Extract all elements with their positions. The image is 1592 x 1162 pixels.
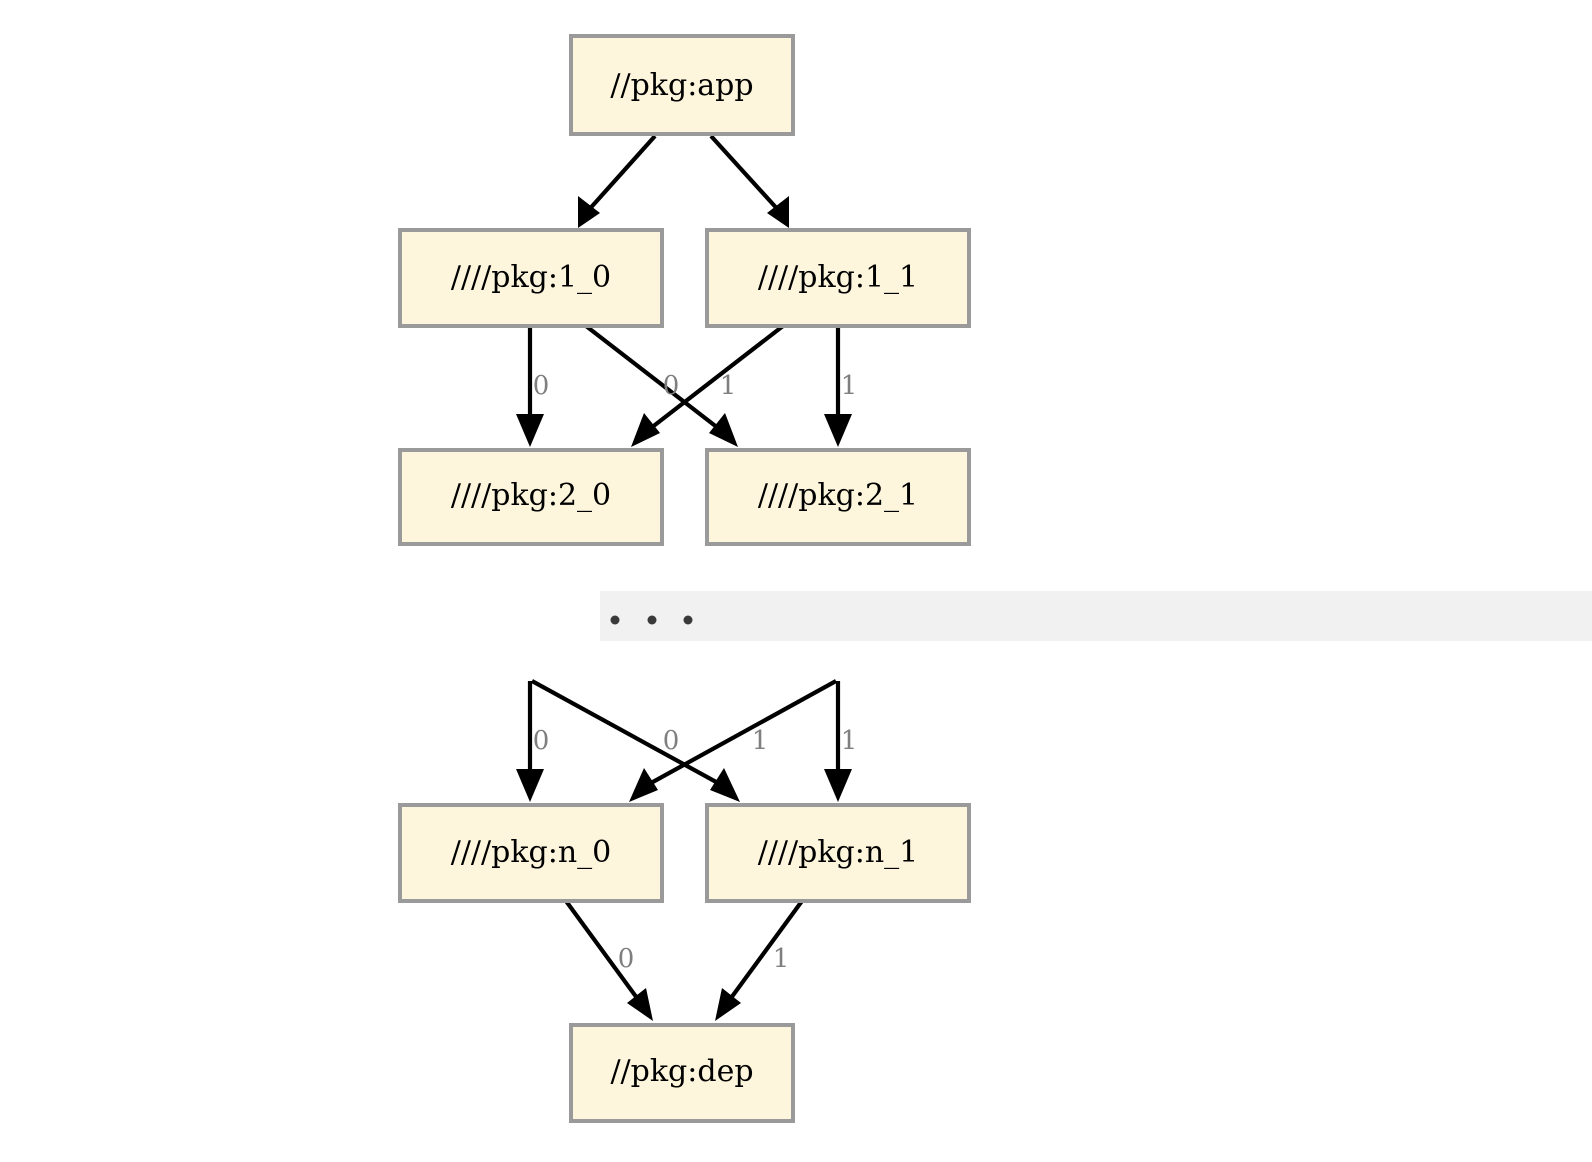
node-box <box>705 803 971 903</box>
node-label-n_1: ////pkg:n_1 <box>758 835 919 870</box>
ellipsis-band <box>600 591 1592 641</box>
node-box <box>398 803 664 903</box>
node-app[interactable]: //pkg:app <box>569 34 795 136</box>
node-label-2_0: ////pkg:2_0 <box>451 478 611 513</box>
ellipsis-separator <box>600 591 1592 641</box>
node-label-1_0: ////pkg:1_0 <box>451 260 611 295</box>
node-1_0[interactable]: ////pkg:1_0 <box>398 228 664 328</box>
arrowhead-icon <box>824 769 852 802</box>
arrowhead-icon <box>715 988 741 1021</box>
node-box <box>705 228 971 328</box>
edge-label-n_1-dep: 1 <box>773 944 790 974</box>
node-label-dep: //pkg:dep <box>610 1054 753 1089</box>
node-box <box>398 448 664 546</box>
edge-app-to-1_0 <box>578 134 657 228</box>
node-n_0[interactable]: ////pkg:n_0 <box>398 803 664 903</box>
node-label-1_1: ////pkg:1_1 <box>758 260 918 295</box>
edge-line <box>564 899 639 1000</box>
edge-label-dangling-right-n_1: 1 <box>841 726 858 756</box>
edge-label-1_1-2_1: 1 <box>841 371 858 401</box>
arrowhead-icon <box>516 769 544 802</box>
node-box <box>705 448 971 546</box>
edge-line <box>584 324 720 430</box>
edge-label-dangling-left-n_0: 0 <box>533 726 550 756</box>
edge-label-dangling-right-n_0: 1 <box>752 726 769 756</box>
edge-1_0-to-2_0: 0 <box>516 326 549 447</box>
arrowhead-icon <box>578 196 600 228</box>
edge-dangling-right-to-n_0: 1 <box>629 679 838 802</box>
edge-label-n_0-dep: 0 <box>618 944 635 974</box>
edge-label-1_1-2_0: 1 <box>720 371 737 401</box>
edge-dangling-right-to-n_1: 1 <box>824 681 857 802</box>
arrowhead-icon <box>516 414 544 447</box>
node-2_0[interactable]: ////pkg:2_0 <box>398 448 664 546</box>
edge-dangling-left-to-n_0: 0 <box>516 681 549 802</box>
ellipsis-dot-1 <box>610 615 620 625</box>
node-1_1[interactable]: ////pkg:1_1 <box>705 228 971 328</box>
edge-1_1-to-2_1: 1 <box>824 326 857 447</box>
edge-1_0-to-2_1: 0 <box>584 324 738 447</box>
node-label-n_0: ////pkg:n_0 <box>451 835 612 870</box>
node-2_1[interactable]: ////pkg:2_1 <box>705 448 971 546</box>
edge-line <box>649 324 785 430</box>
arrowhead-icon <box>824 414 852 447</box>
edge-app-to-1_1 <box>709 134 789 228</box>
arrowhead-icon <box>709 413 738 447</box>
edge-n_0-to-dep: 0 <box>564 899 653 1021</box>
ellipsis-dot-3 <box>683 615 693 625</box>
node-n_1[interactable]: ////pkg:n_1 <box>705 803 971 903</box>
node-box <box>398 228 664 328</box>
node-dep[interactable]: //pkg:dep <box>569 1023 795 1123</box>
edge-line <box>530 679 720 785</box>
node-label-2_1: ////pkg:2_1 <box>758 478 918 513</box>
edge-dangling-left-to-n_1: 0 <box>530 679 740 802</box>
edge-line <box>729 899 804 1000</box>
node-box <box>569 1023 795 1123</box>
arrowhead-icon <box>629 768 658 802</box>
node-label-app: //pkg:app <box>610 68 753 103</box>
edge-label-1_0-2_1: 0 <box>663 371 680 401</box>
edge-line <box>709 134 783 215</box>
arrowhead-icon <box>710 768 740 802</box>
node-box <box>569 34 795 136</box>
edge-n_1-to-dep: 1 <box>715 899 804 1021</box>
edge-line <box>649 679 838 785</box>
edge-label-1_0-2_0: 0 <box>533 371 550 401</box>
ellipsis-dot-2 <box>647 615 657 625</box>
arrowhead-icon <box>767 196 789 228</box>
arrowhead-icon <box>631 413 660 447</box>
edge-1_1-to-2_0: 1 <box>631 324 785 447</box>
arrowhead-icon <box>627 988 653 1021</box>
edge-line <box>584 134 657 215</box>
edge-label-dangling-left-n_1: 0 <box>663 726 680 756</box>
